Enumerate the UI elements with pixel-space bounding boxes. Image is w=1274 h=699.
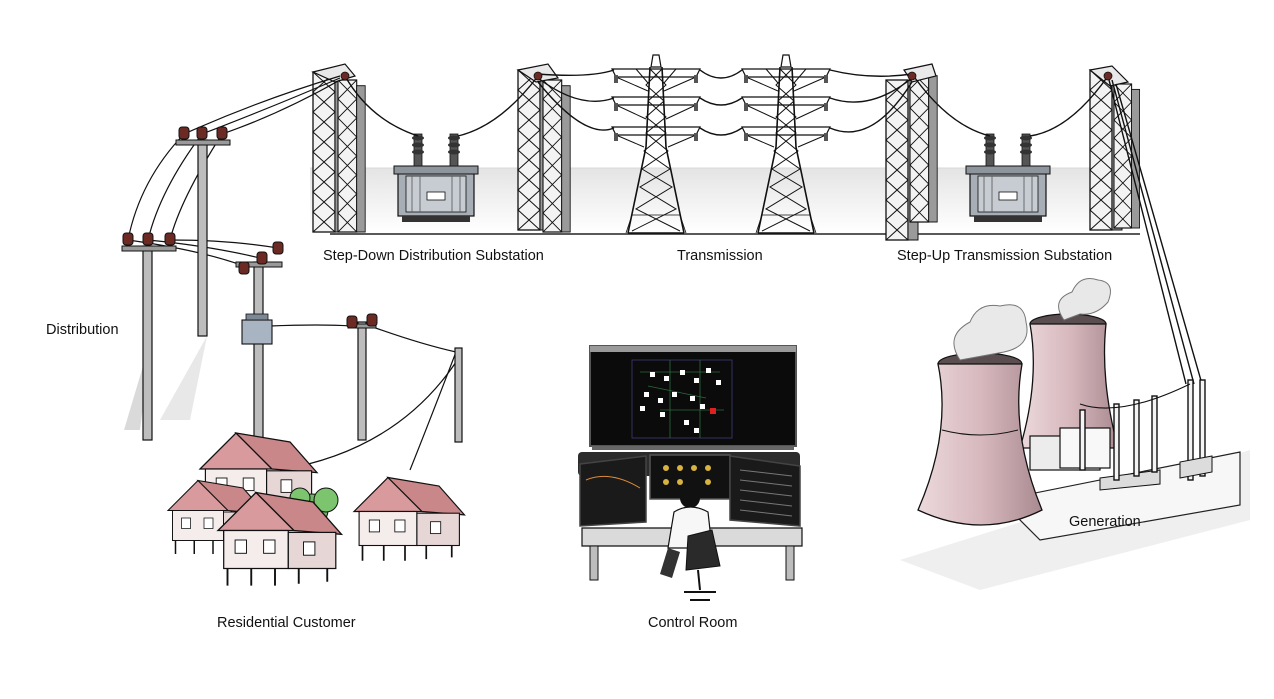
label-step-up-substation: Step-Up Transmission Substation	[897, 248, 1113, 264]
residential-houses	[167, 432, 466, 587]
label-control-room: Control Room	[648, 615, 738, 631]
label-transmission: Transmission	[677, 248, 763, 264]
label-step-down-substation: Step-Down Distribution Substation	[323, 248, 544, 264]
cooling-tower-front	[917, 304, 1043, 526]
label-distribution: Distribution	[46, 322, 119, 338]
step-up-transformer	[965, 133, 1051, 223]
distribution-pole-2	[121, 232, 177, 441]
distribution-pole-5	[454, 347, 463, 443]
step-up-gantry-left-b	[909, 69, 938, 223]
label-generation: Generation	[1069, 514, 1141, 530]
control-room	[578, 345, 803, 601]
distribution-pole-3	[235, 241, 284, 441]
video-wall	[589, 345, 797, 450]
step-down-gantry-left-b	[337, 79, 366, 233]
operator	[660, 488, 721, 601]
generation-plant	[900, 278, 1250, 590]
distribution-pole-4	[346, 313, 378, 441]
cooling-tower-back	[1019, 278, 1119, 449]
distribution-pole-1	[175, 126, 231, 337]
step-up-gantry-right-b	[1113, 83, 1141, 229]
step-down-transformer	[393, 133, 479, 223]
switchyard	[1029, 379, 1213, 491]
transmission-wires	[344, 69, 1203, 385]
label-residential-customer: Residential Customer	[217, 615, 356, 631]
